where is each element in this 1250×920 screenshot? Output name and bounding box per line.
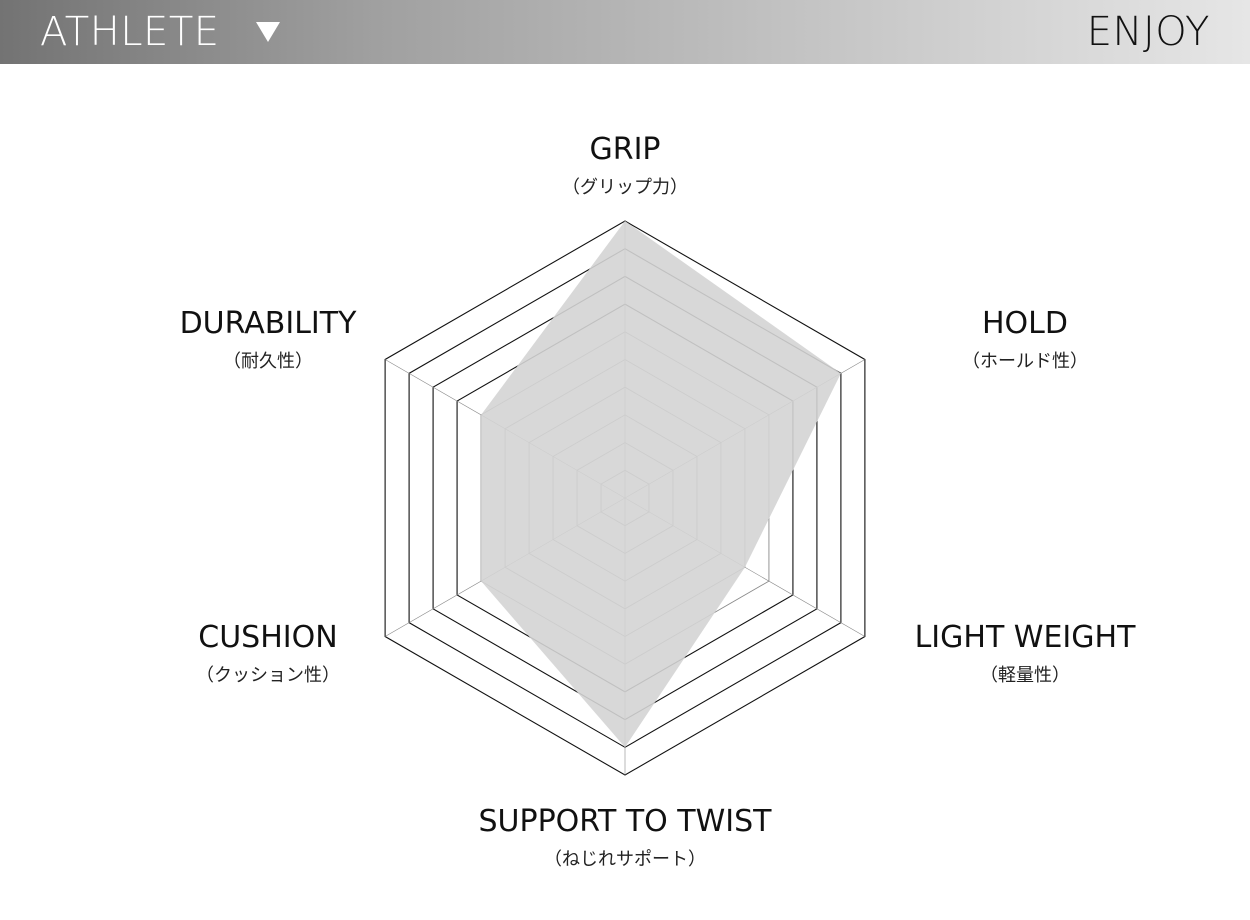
mode-selector[interactable]: ATHLETE <box>40 8 282 56</box>
radar-axis-labels: GRIP （グリップ力） HOLD （ホールド性） LIGHT WEIGHT （… <box>180 132 1137 870</box>
series-area-0 <box>481 221 841 748</box>
axis-label-durability: DURABILITY <box>180 306 358 341</box>
axis-sublabel-grip: （グリップ力） <box>562 177 688 198</box>
mode-selector-label: ATHLETE <box>40 9 220 55</box>
radar-series-area <box>481 221 841 748</box>
axis-label-cushion: CUSHION <box>198 620 337 655</box>
axis-label-light-weight: LIGHT WEIGHT <box>915 620 1137 655</box>
mode-header-bar: ATHLETE ENJOY <box>0 0 1250 64</box>
axis-sublabel-durability: （耐久性） <box>223 351 313 372</box>
axis-label-grip: GRIP <box>589 132 660 167</box>
axis-label-support-to-twist: SUPPORT TO TWIST <box>479 804 773 839</box>
axis-sublabel-support-to-twist: （ねじれサポート） <box>544 849 706 870</box>
radar-chart: GRIP （グリップ力） HOLD （ホールド性） LIGHT WEIGHT （… <box>180 132 1137 870</box>
axis-sublabel-light-weight: （軽量性） <box>980 665 1070 686</box>
axis-label-hold: HOLD <box>982 306 1068 341</box>
axis-sublabel-hold: （ホールド性） <box>962 351 1088 372</box>
mode-right-label: ENJOY <box>1086 9 1210 55</box>
axis-sublabel-cushion: （クッション性） <box>196 665 340 686</box>
triangle-down-icon[interactable] <box>254 20 282 44</box>
